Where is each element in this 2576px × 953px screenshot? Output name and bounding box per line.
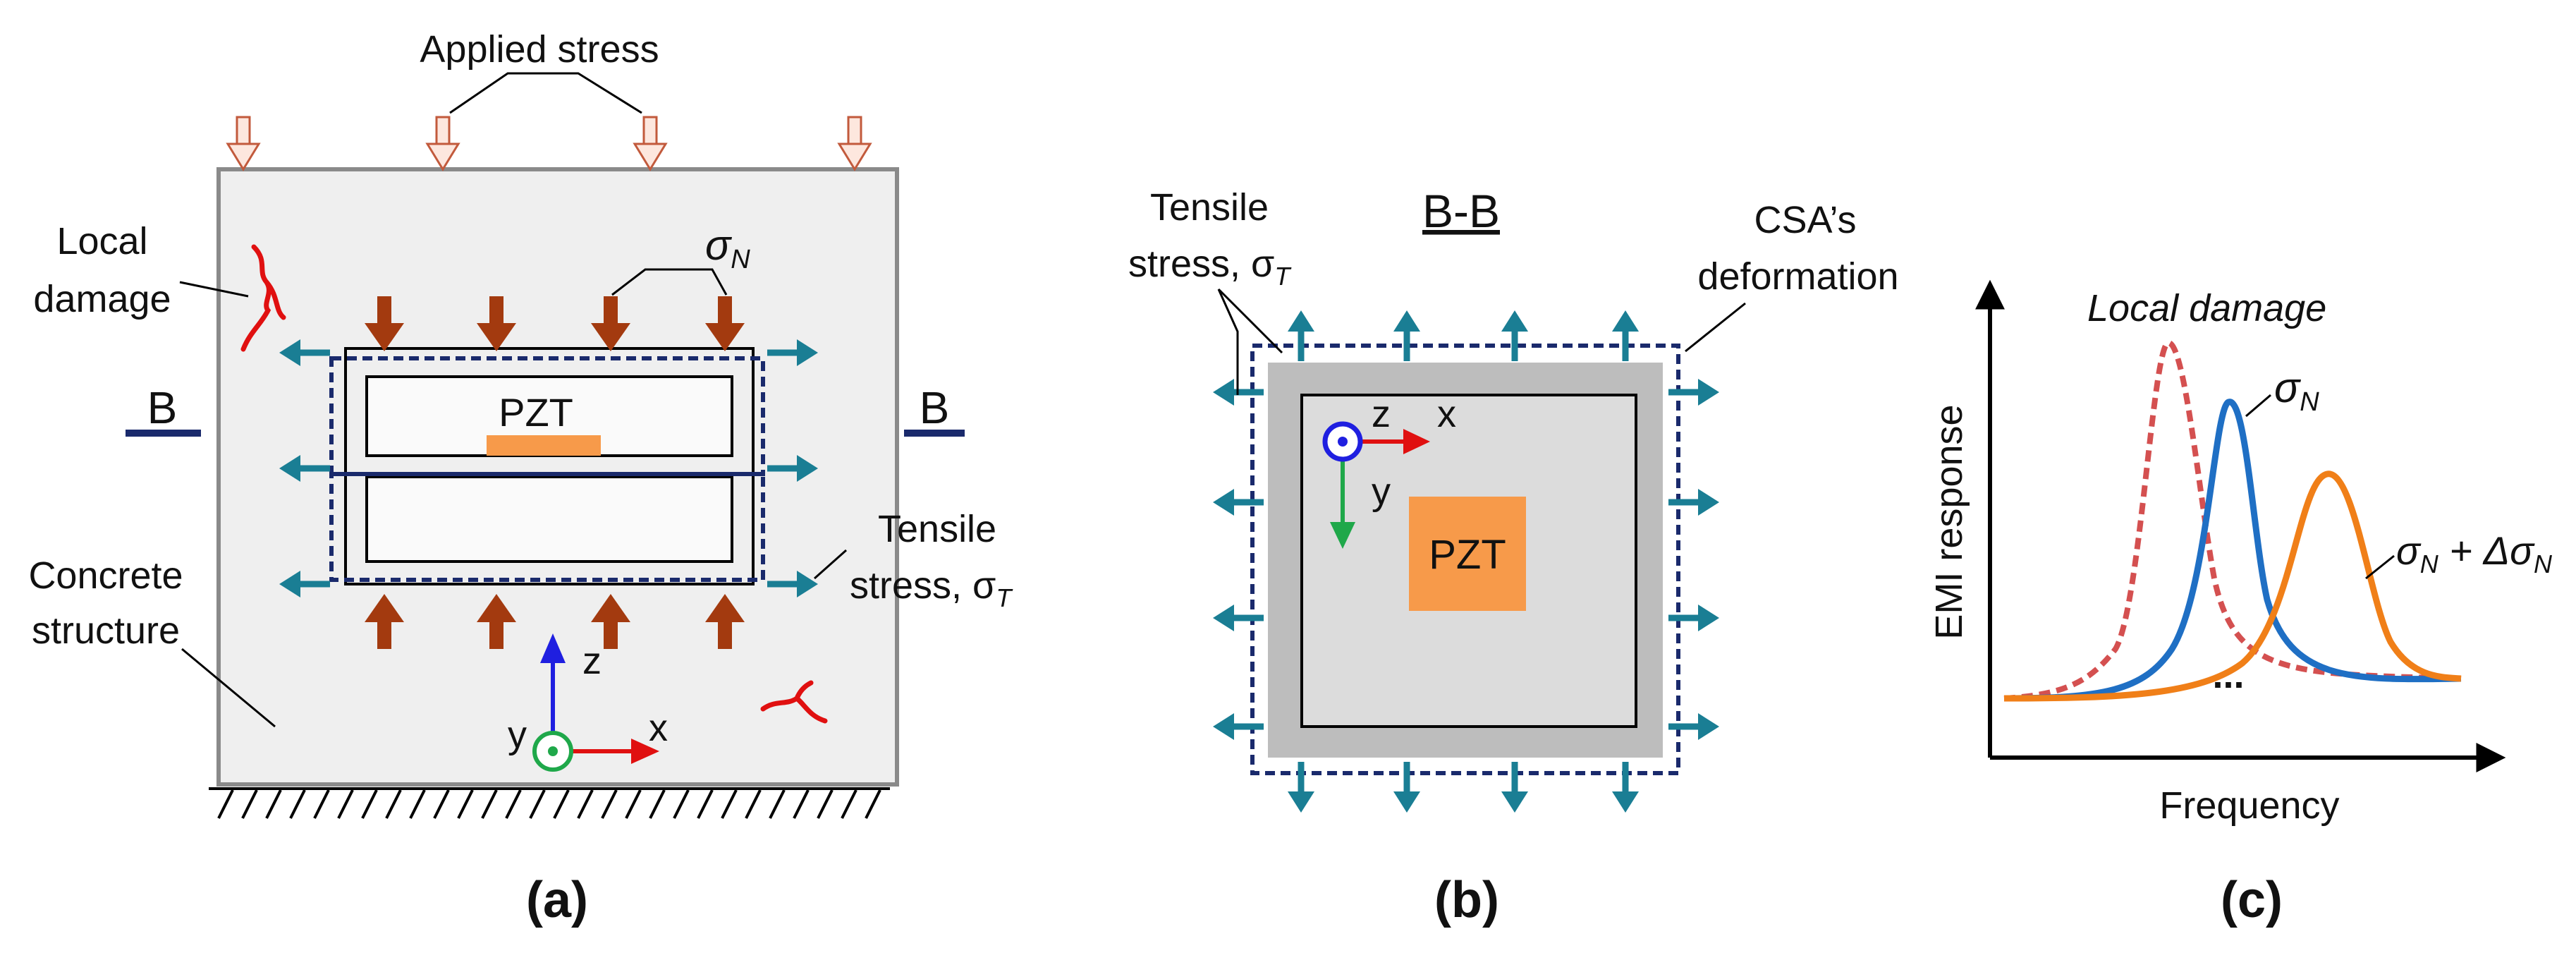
pzt-label-b: PZT [1429,532,1506,578]
hatch-mark [361,789,378,819]
hatch-mark [865,789,881,819]
csa-deformation-dash-upper [329,356,765,476]
hatch-mark [313,789,330,819]
tensile-arrows-b-bottom [1288,762,1639,813]
hatch-mark [433,789,450,819]
hatch-mark [217,789,234,819]
caption-a: (a) [526,872,588,928]
crack-2 [760,680,828,724]
tensile-label-a-1: Tensile [878,508,996,550]
hatch-mark [289,789,306,819]
sigma-n-label-c: σN [2274,364,2319,417]
hatch-mark [841,789,857,819]
hatch-mark [649,789,666,819]
hatch-mark [265,789,282,819]
axis-z-a: z [582,640,602,682]
hatch-mark [817,789,834,819]
applied-stress-label: Applied stress [420,28,659,71]
csa-lower-void [365,475,733,563]
hatch-mark [457,789,474,819]
sigma-n-leader [611,268,728,296]
caption-c: (c) [2221,872,2283,928]
hatch-mark [481,789,498,819]
panel-b: B-B PZT [1128,185,1899,928]
bb-title: B-B [1422,185,1500,237]
csa-section-dash [1250,344,1680,775]
concrete-leader [181,648,276,728]
tensile-arrows-b-top [1288,310,1639,361]
ellipsis-c: ... [2212,654,2244,696]
panel-a: Applied stress Local damage σN PZT [28,28,1013,928]
caption-b: (b) [1434,872,1499,928]
local-damage-label-1: Local [56,220,147,262]
c-ylabel: EMI response [1928,404,1970,639]
hatch-mark [505,789,522,819]
c-xlabel: Frequency [2159,784,2339,827]
crack-1 [240,244,286,352]
sigma-n-leader-c [2245,394,2271,418]
csa-label-2: deformation [1697,255,1898,298]
curve-sigma-n [2003,399,2462,702]
pzt-label-a: PZT [499,390,573,435]
tensile-label-a-2: stress, σT [850,564,1013,612]
tensile-label-b-1: Tensile [1150,186,1269,229]
csa-deformation-dash-lower [329,472,765,582]
axes-b [1322,421,1430,549]
hatch-mark [745,789,762,819]
csa-leader [1685,302,1746,353]
local-damage-label-2: damage [33,278,171,320]
section-b-right: B [920,382,950,433]
hatch-mark [769,789,786,819]
tensile-arrows-b-left [1213,379,1264,740]
pzt-patch-b [1409,497,1526,611]
curve-local-damage [2003,340,2462,701]
hatch-mark [793,789,810,819]
applied-stress-leader [449,72,642,114]
hatch-mark [337,789,354,819]
ground-hatch [209,787,890,819]
applied-stress-arrows [226,116,872,171]
hatch-mark [529,789,546,819]
hatch-mark [697,789,714,819]
axis-x-a: x [649,707,668,749]
tensile-arrows-b-right [1668,379,1719,740]
panel-c: Local damage σN σN + ΔσN ... EMI respons… [1928,279,2553,928]
section-b-left: B [147,382,178,433]
sigma-shift-leader-c [2365,554,2395,580]
tensile-leader-b [1217,289,1239,395]
local-damage-leader [179,281,249,298]
axis-y-b: y [1372,471,1391,513]
hatch-mark [721,789,738,819]
sigma-shift-label-c: σN + ΔσN [2396,528,2553,578]
hatch-mark [601,789,618,819]
axis-x-b: x [1437,393,1456,435]
csa-label-1: CSA’s [1754,199,1856,241]
axis-z-b: z [1372,393,1391,435]
axis-y-a: y [508,714,527,756]
curve-sigma-n-shift [2003,471,2462,702]
hatch-mark [553,789,570,819]
hatch-mark [241,789,258,819]
hatch-mark [625,789,642,819]
tensile-leader-b2 [1217,288,1283,354]
axes-a [532,633,659,772]
tensile-label-b-2: stress, σT [1128,243,1292,291]
pzt-patch-a [487,435,601,456]
local-damage-label-c: Local damage [2087,287,2326,329]
hatch-mark [409,789,426,819]
sigma-n-label: σN [705,221,750,274]
tensile-leader-a [814,549,847,580]
concrete-label-1: Concrete [28,554,183,597]
concrete-label-2: structure [32,609,180,652]
hatch-mark [577,789,594,819]
hatch-mark [673,789,690,819]
hatch-mark [385,789,402,819]
